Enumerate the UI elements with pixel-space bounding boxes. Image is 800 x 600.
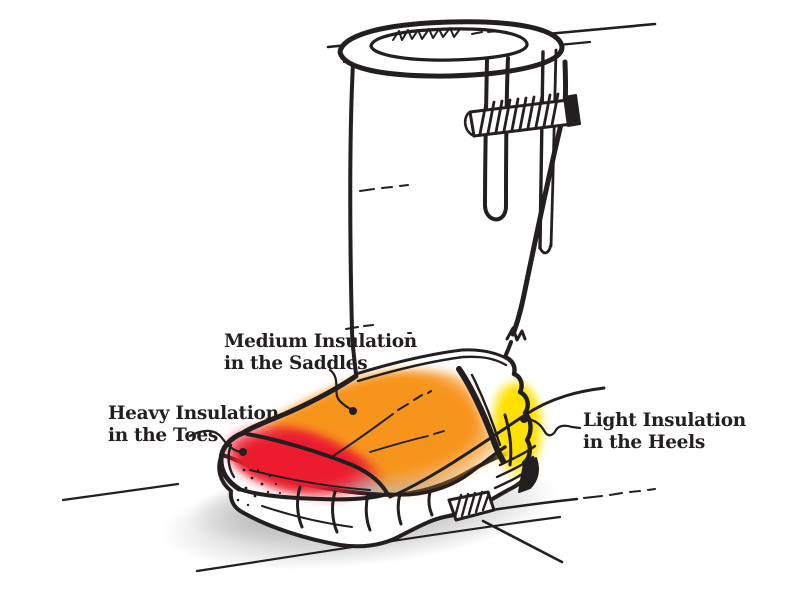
boot-outline xyxy=(218,19,606,534)
leader-dot-heavy xyxy=(239,448,247,456)
shaft-dashes xyxy=(345,184,412,334)
label-heavy-line2: in the Toes xyxy=(108,425,218,446)
leader-dot-light xyxy=(520,415,528,423)
buckle-strap xyxy=(463,92,581,138)
tread-separators xyxy=(296,485,434,534)
label-light-line1: Light Insulation xyxy=(583,410,746,431)
leader-line-heavy xyxy=(188,429,243,454)
rim-scribble xyxy=(392,27,498,41)
midsole-top-line xyxy=(385,445,507,497)
label-medium-line1: Medium Insulation xyxy=(224,331,417,352)
buckle-end-cap xyxy=(563,94,581,127)
boot-rim-opening xyxy=(369,27,529,62)
sole-stipple xyxy=(236,468,282,507)
leader-dot-medium xyxy=(349,407,357,415)
shaft-right-knot xyxy=(505,326,527,342)
flap-line-1 xyxy=(538,50,545,250)
heel-back-wedge xyxy=(518,457,539,493)
leader-line-light xyxy=(526,417,582,437)
label-light-insulation: Light Insulation in the Heels xyxy=(583,410,746,454)
heel-back-edge xyxy=(502,354,533,466)
label-light-line2: in the Heels xyxy=(583,432,705,453)
label-heavy-line1: Heavy Insulation xyxy=(108,403,279,424)
toe-zone-red xyxy=(227,426,389,502)
toe-seam xyxy=(245,432,389,495)
vamp-top-outline xyxy=(240,373,359,436)
label-medium-insulation: Medium Insulation in the Saddles xyxy=(224,331,417,375)
ankle-crease xyxy=(354,348,510,376)
label-medium-line2: in the Saddles xyxy=(224,353,368,374)
toe-cap-outline xyxy=(218,430,246,492)
sole-sweep-curve xyxy=(388,386,606,499)
heel-tread-block xyxy=(447,490,496,522)
gusset-loop xyxy=(483,56,510,222)
saddle-sketch-line xyxy=(329,413,394,459)
shaft-left-edge xyxy=(348,62,358,376)
flap-line-2 xyxy=(549,48,558,248)
leader-line-medium xyxy=(328,368,354,412)
label-heavy-insulation: Heavy Insulation in the Toes xyxy=(108,403,279,447)
heel-layer-lines xyxy=(493,444,537,490)
